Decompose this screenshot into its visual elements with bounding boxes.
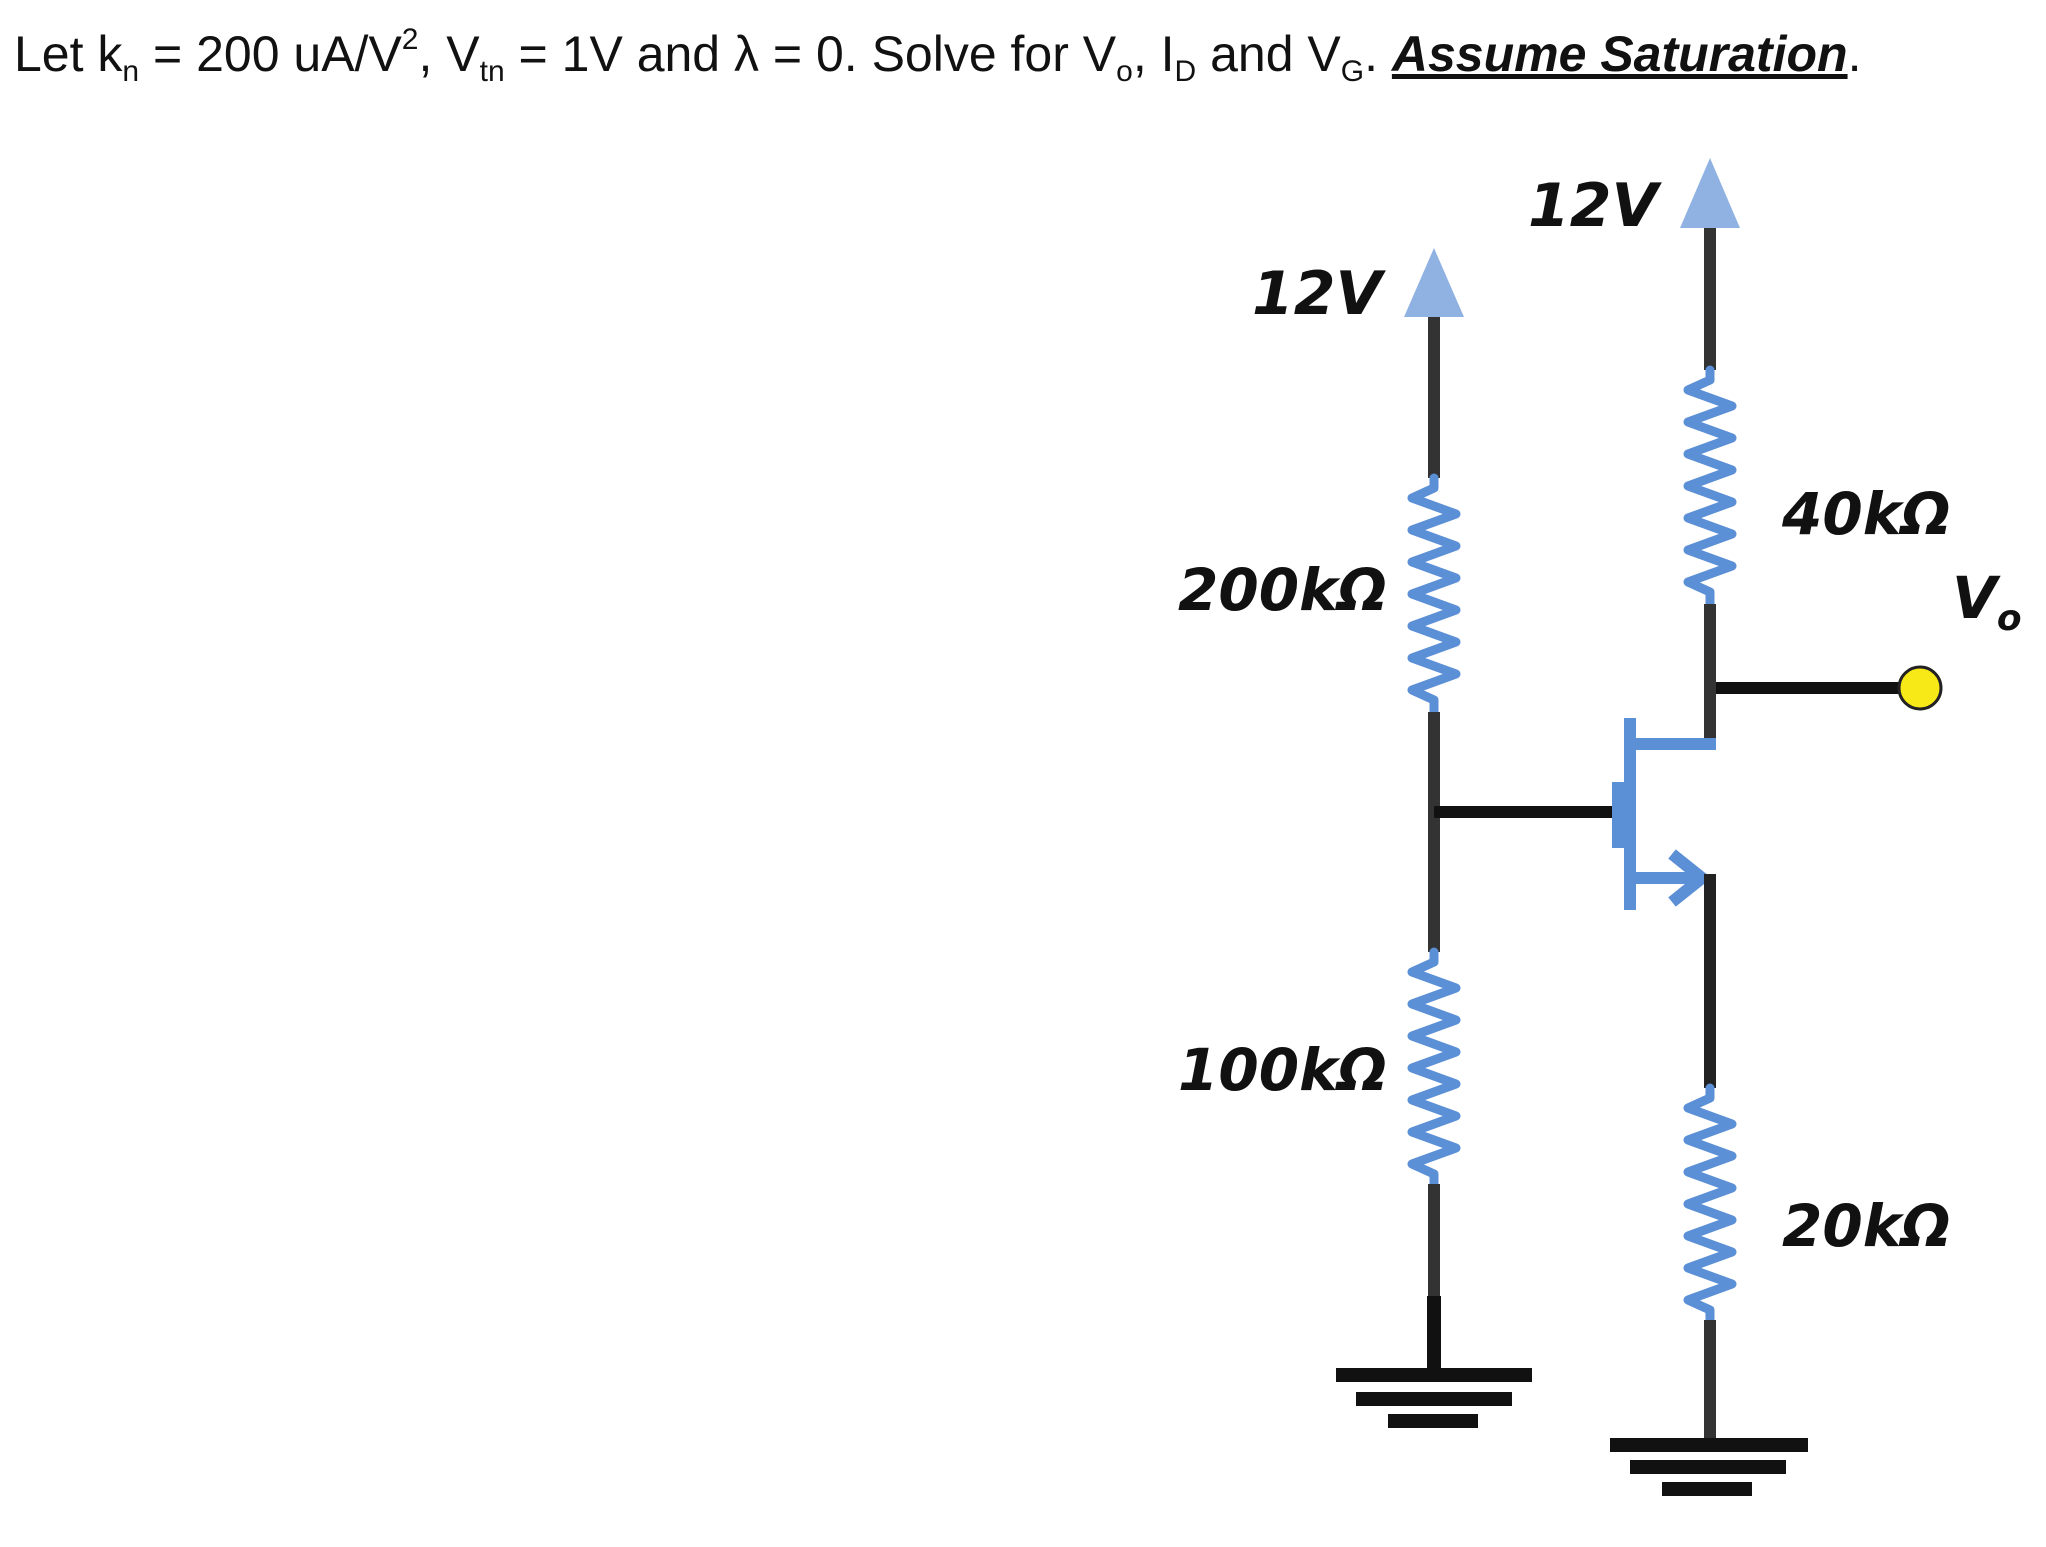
id-subscript: D: [1174, 55, 1197, 88]
kn-value: = 200 uA/V: [139, 26, 402, 82]
resistor-100k: [1407, 947, 1461, 1189]
supply-arrow-left: [1404, 248, 1464, 317]
resistor-20k: [1683, 1083, 1737, 1325]
vtn-value: = 1V and λ = 0. Solve for V: [504, 26, 1117, 82]
vg-subscript: G: [1340, 55, 1365, 88]
vo-subscript: o: [1116, 55, 1133, 88]
label-20k: 20kΩ: [1782, 1192, 1951, 1260]
squared-superscript: 2: [401, 23, 419, 56]
label-vo: Vo: [1952, 564, 2022, 639]
text-vtn: , V: [418, 26, 480, 82]
text-intro: Let k: [14, 26, 123, 82]
text-id: , I: [1132, 26, 1175, 82]
resistor-40k: [1683, 365, 1737, 609]
resistor-200k: [1407, 473, 1461, 717]
ground-symbol-right: [1610, 1438, 1808, 1496]
assume-saturation: Assume Saturation: [1391, 26, 1848, 82]
kn-subscript: n: [122, 55, 140, 88]
label-100k: 100kΩ: [1178, 1036, 1387, 1104]
mosfet-nmos: [1612, 718, 1716, 910]
label-12v-left: 12V: [1252, 259, 1386, 329]
problem-statement: Let kn = 200 uA/V2, Vtn = 1V and λ = 0. …: [14, 8, 1861, 104]
label-200k: 200kΩ: [1178, 556, 1387, 624]
vtn-subscript: tn: [479, 55, 505, 88]
ground-symbol-left: [1336, 1368, 1532, 1428]
label-40k: 40kΩ: [1781, 480, 1951, 548]
supply-arrow-right: [1680, 158, 1740, 228]
output-terminal: [1897, 665, 1943, 711]
text-period-end: .: [1847, 26, 1862, 82]
label-12v-right: 12V: [1528, 171, 1662, 241]
text-period: .: [1364, 26, 1392, 82]
text-vg: and V: [1196, 26, 1341, 82]
